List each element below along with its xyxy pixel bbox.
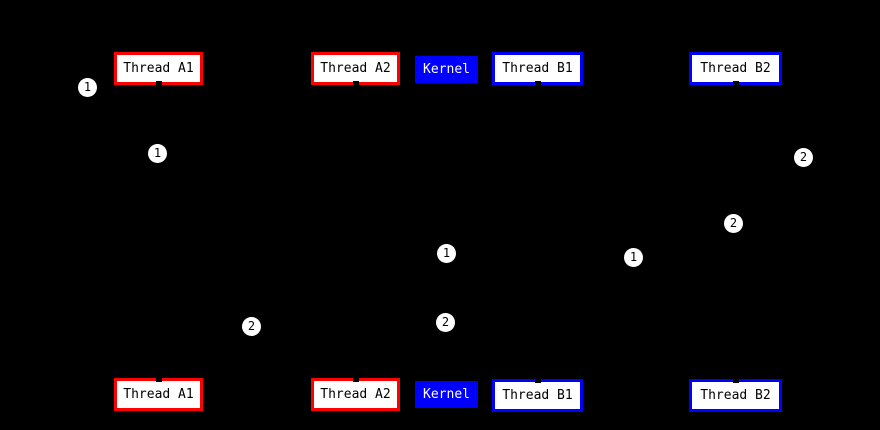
actor-box-thread-a2-top: Thread A2 [311, 52, 400, 85]
actor-label: Kernel [423, 387, 470, 402]
actor-label: Thread B1 [502, 61, 573, 76]
actor-label: Thread B2 [700, 388, 771, 403]
step-marker-2: 2 [724, 214, 743, 233]
lifeline-tick [352, 81, 359, 85]
step-marker-1: 1 [437, 244, 456, 263]
lifeline-tick [534, 379, 541, 383]
step-marker-2: 2 [436, 313, 455, 332]
step-marker-2: 2 [242, 317, 261, 336]
step-marker-2: 2 [794, 148, 813, 167]
actor-label: Thread B2 [700, 61, 771, 76]
actor-label: Kernel [423, 62, 470, 77]
actor-label: Thread A2 [320, 387, 391, 402]
actor-label: Thread A1 [123, 387, 194, 402]
actor-label: Thread A2 [320, 61, 391, 76]
lifeline-tick [352, 378, 359, 382]
actor-box-kernel-bottom: Kernel [415, 381, 478, 408]
actor-box-kernel-top: Kernel [415, 56, 478, 83]
actor-label: Thread B1 [502, 388, 573, 403]
step-marker-1: 1 [148, 144, 167, 163]
lifeline-tick [155, 378, 162, 382]
actor-box-thread-b1-bottom: Thread B1 [492, 379, 583, 412]
lifeline-tick [534, 81, 541, 85]
actor-box-thread-b2-bottom: Thread B2 [689, 379, 782, 412]
step-marker-1: 1 [624, 248, 643, 267]
actor-box-thread-b1-top: Thread B1 [492, 52, 583, 85]
actor-box-thread-b2-top: Thread B2 [689, 52, 782, 85]
actor-box-thread-a2-bottom: Thread A2 [311, 378, 400, 411]
lifeline-tick [732, 379, 739, 383]
actor-label: Thread A1 [123, 61, 194, 76]
step-marker-1: 1 [78, 78, 97, 97]
lifeline-tick [732, 81, 739, 85]
lifeline-tick [155, 81, 162, 85]
actor-box-thread-a1-bottom: Thread A1 [114, 378, 203, 411]
actor-box-thread-a1-top: Thread A1 [114, 52, 203, 85]
